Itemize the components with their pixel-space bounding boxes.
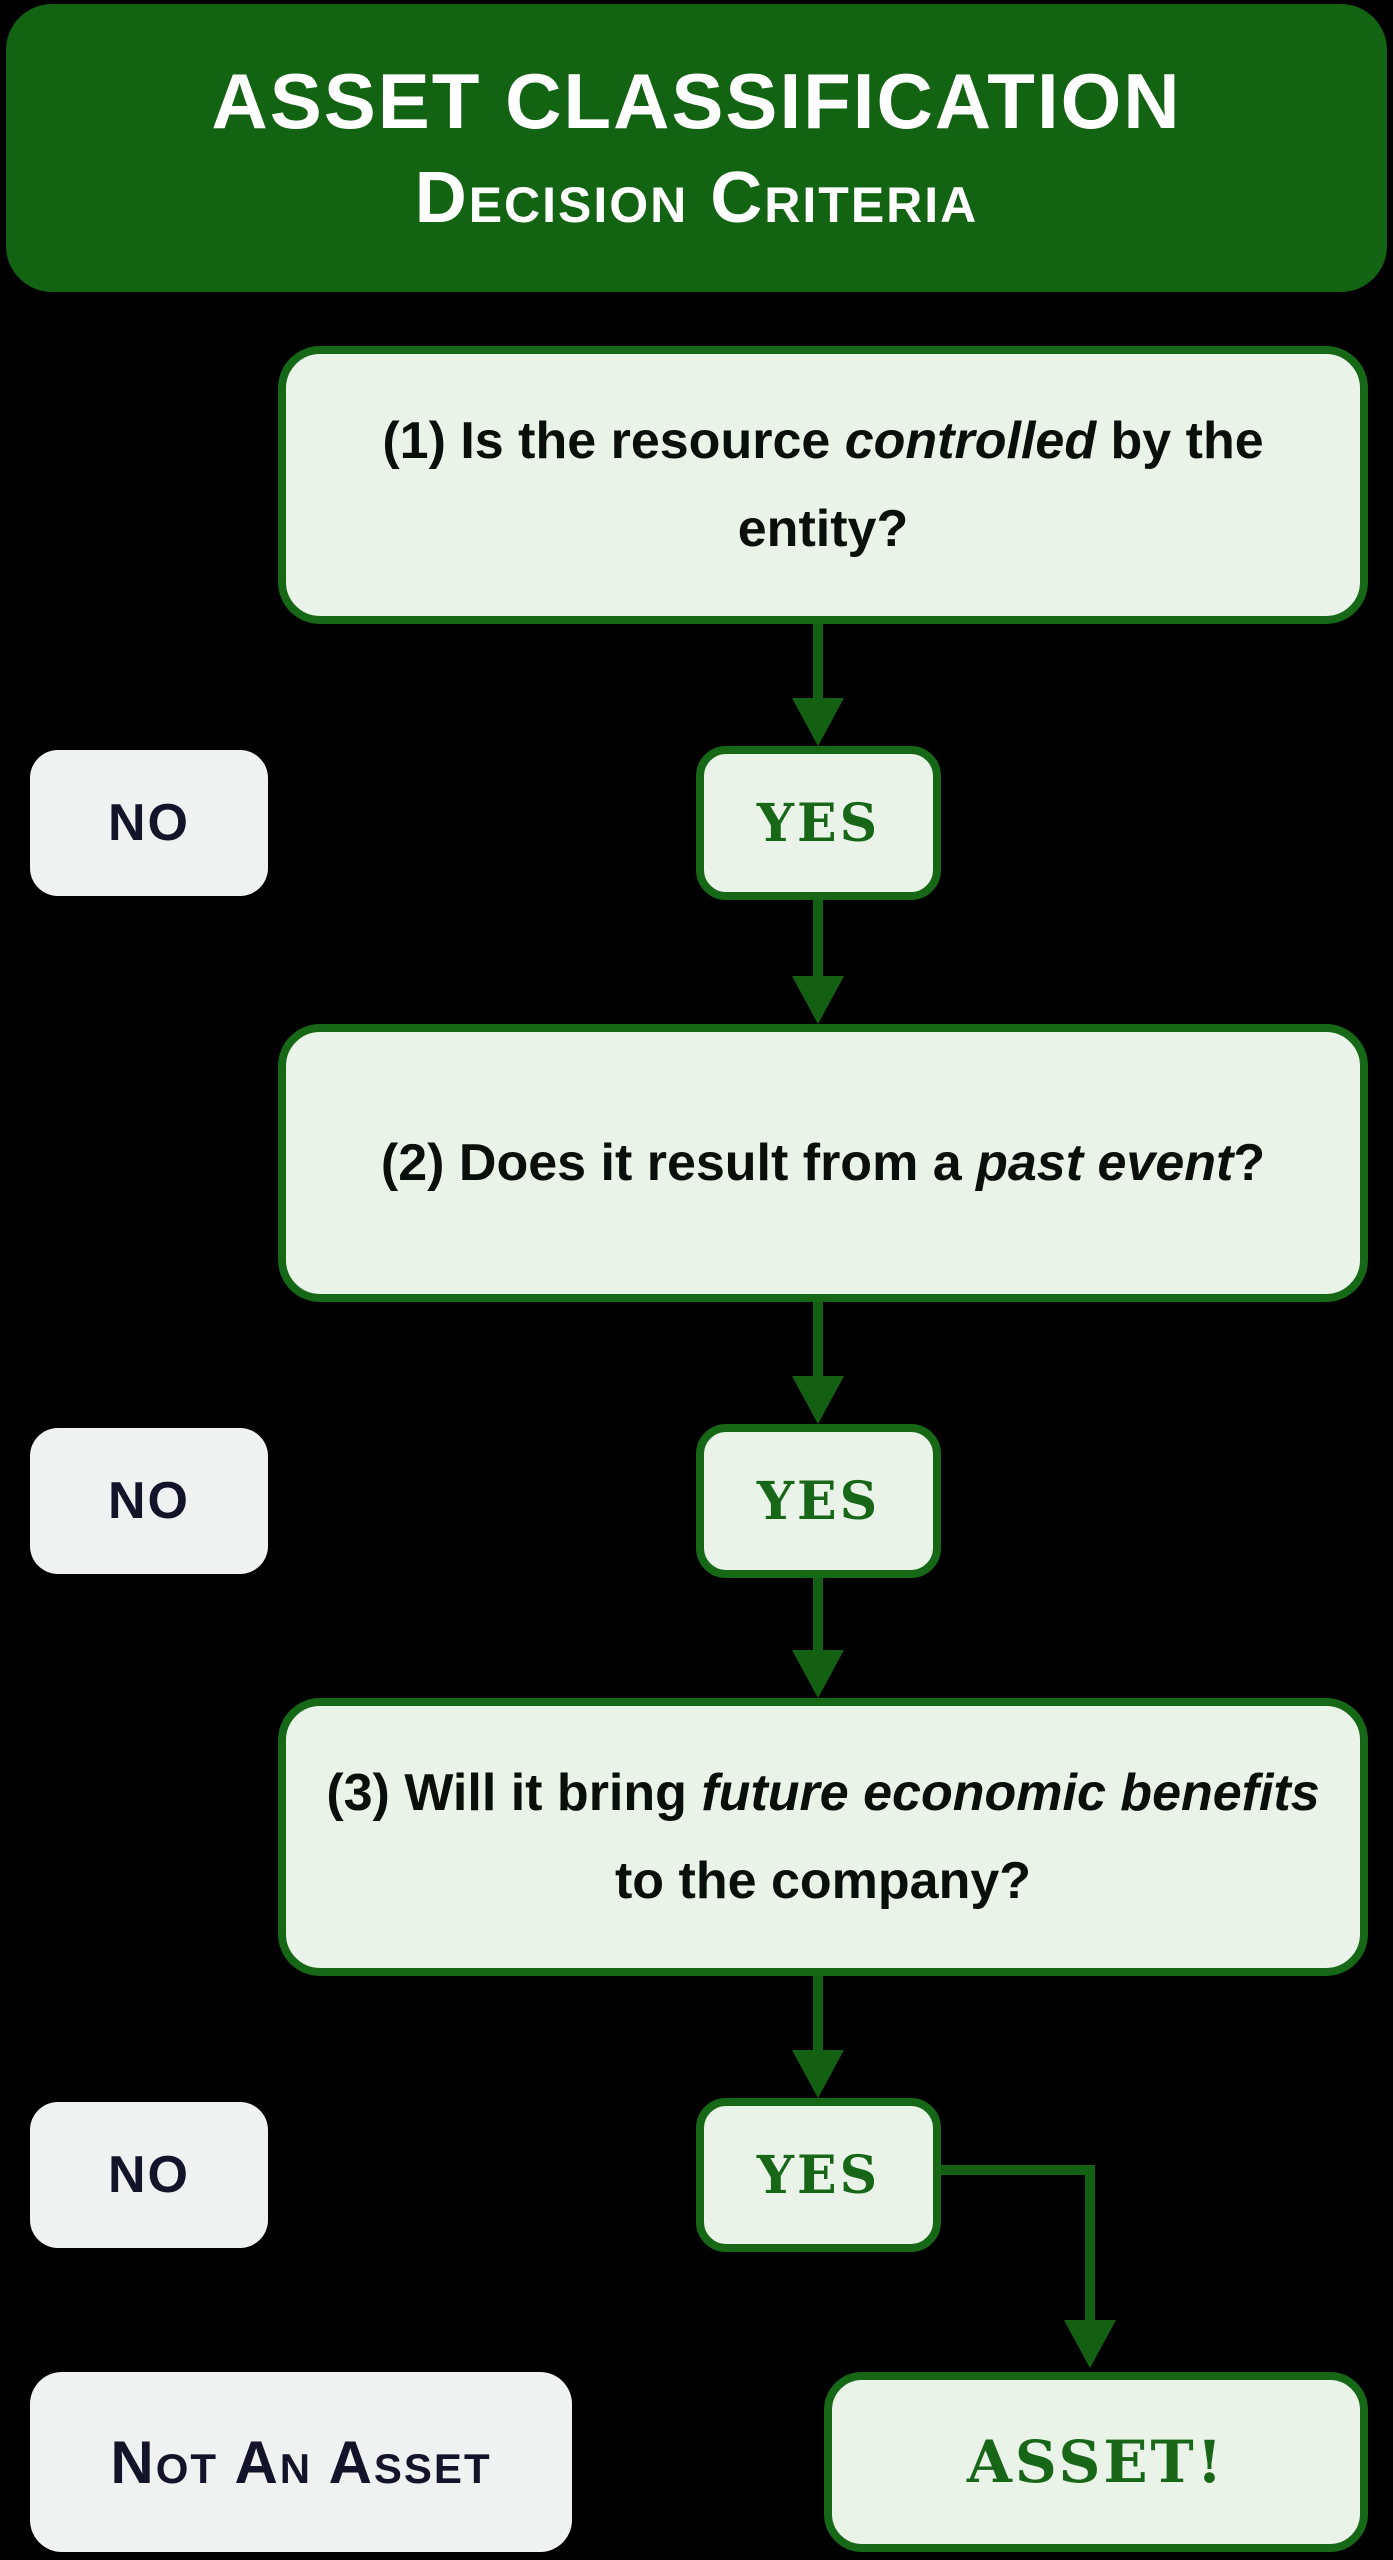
not-an-asset-label: Not An Asset [110,2428,492,2496]
question-3-pre: (3) Will it bring [326,1763,702,1822]
arrow-line [813,624,823,698]
question-box-2: (2) Does it result from a past event? [278,1024,1368,1302]
arrow-line [813,1302,823,1376]
header-banner: ASSET CLASSIFICATION Decision Criteria [6,4,1387,292]
yes-label: YES [756,792,881,854]
question-3-emphasis: future economic benefits [701,1763,1320,1822]
no-label: NO [108,2146,190,2204]
yes-label: YES [756,2144,881,2206]
arrow-line [813,900,823,976]
question-2-emphasis: past event [976,1133,1234,1192]
yes-box-2: YES [696,1424,941,1578]
yes-box-1: YES [696,746,941,900]
header-subtitle: Decision Criteria [414,158,979,238]
arrow-head-icon [1064,2320,1116,2368]
asset-label: ASSET! [966,2428,1226,2496]
question-text-2: (2) Does it result from a past event? [347,1119,1299,1207]
yes-label: YES [756,1470,881,1532]
question-box-3: (3) Will it bring future economic benefi… [278,1698,1368,1976]
down-arrow-2 [792,900,844,1024]
arrow-head-icon [792,1650,844,1698]
not-an-asset-box: Not An Asset [30,2372,572,2552]
no-box-2: NO [30,1428,268,1574]
arrow-head-icon [792,976,844,1024]
elbow-arrow [941,2165,1116,2368]
no-box-3: NO [30,2102,268,2248]
down-arrow-5 [792,1976,844,2098]
down-arrow-3 [792,1302,844,1424]
question-1-post: by the entity? [737,411,1264,558]
yes-box-3: YES [696,2098,941,2252]
asset-box: ASSET! [824,2372,1368,2552]
arrow-head-icon [792,698,844,746]
arrow-head-icon [792,1376,844,1424]
question-text-1: (1) Is the resource controlled by the en… [286,397,1360,574]
arrow-line [813,1976,823,2050]
down-arrow-1 [792,624,844,746]
arrow-line [813,1578,823,1650]
question-1-emphasis: controlled [844,411,1097,470]
question-1-pre: (1) Is the resource [382,411,845,470]
down-arrow-4 [792,1578,844,1698]
no-box-1: NO [30,750,268,896]
question-3-post: to the company? [614,1852,1032,1910]
arrow-head-icon [792,2050,844,2098]
question-2-post: ? [1233,1133,1266,1192]
question-2-pre: (2) Does it result from a [380,1133,977,1192]
no-label: NO [108,1472,190,1530]
header-title: ASSET CLASSIFICATION [211,57,1182,145]
question-text-3: (3) Will it bring future economic benefi… [286,1749,1360,1926]
arrow-line [941,2165,1095,2175]
question-box-1: (1) Is the resource controlled by the en… [278,346,1368,624]
arrow-line [1085,2165,1095,2320]
no-label: NO [108,794,190,852]
